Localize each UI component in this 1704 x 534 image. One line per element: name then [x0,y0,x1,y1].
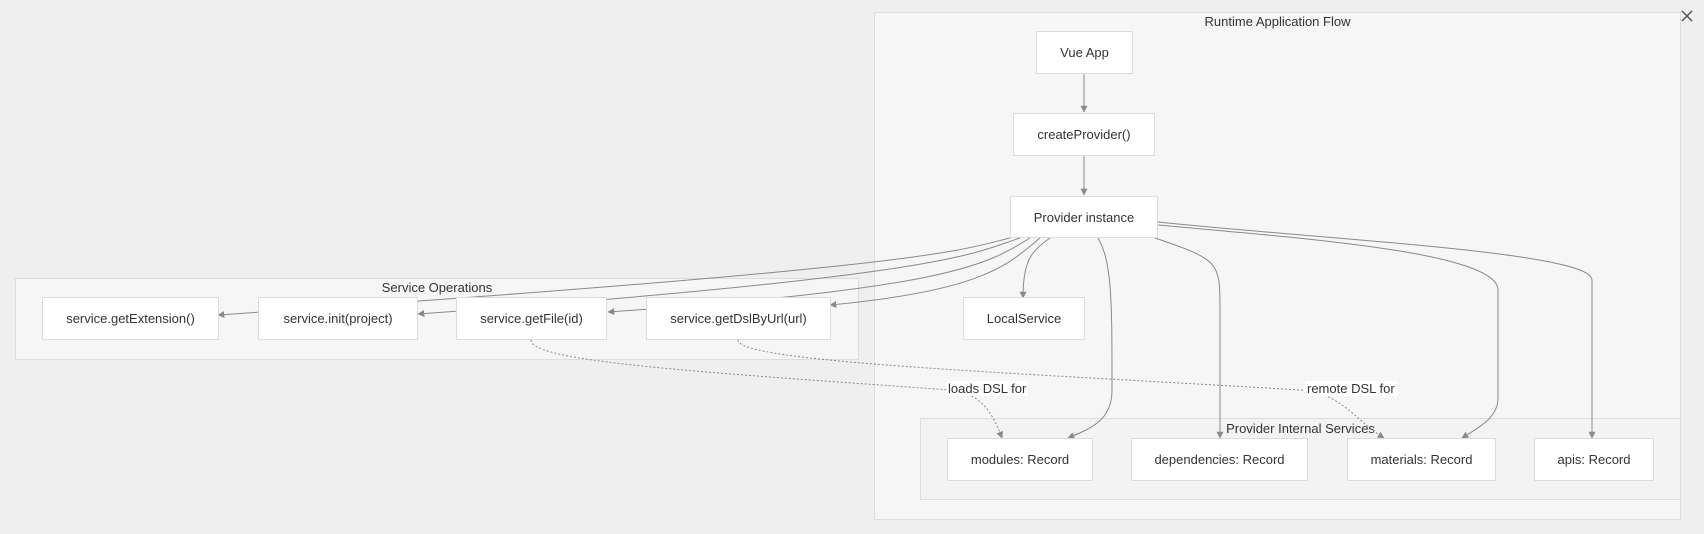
node-init-project[interactable]: service.init(project) [258,297,418,340]
node-apis[interactable]: apis: Record [1534,438,1654,481]
close-icon[interactable] [1680,9,1694,23]
node-vue-app[interactable]: Vue App [1036,31,1133,74]
edge-provider-getextension [217,237,1011,319]
node-get-file[interactable]: service.getFile(id) [456,297,607,340]
runtime-flow-group-title: Runtime Application Flow [1204,14,1351,29]
edge-provider-modules [1067,237,1113,439]
node-materials[interactable]: materials: Record [1347,438,1496,481]
node-provider-instance[interactable]: Provider instance [1010,196,1158,238]
node-create-provider[interactable]: createProvider() [1013,113,1155,156]
node-get-extension[interactable]: service.getExtension() [42,297,219,340]
node-modules[interactable]: modules: Record [947,438,1093,481]
edge-provider-init [417,237,1021,318]
edge-provider-dependencies [1154,237,1224,439]
provider-internal-services-title: Provider Internal Services [1226,421,1375,436]
edge-label-remote-dsl: remote DSL for [1305,381,1397,396]
edge-provider-getdslbyurl [829,237,1041,308]
edge-provider-localservice [1019,237,1051,299]
service-operations-group-title: Service Operations [381,280,493,295]
edge-label-loads-dsl: loads DSL for [946,381,1029,396]
edge-getdslbyurl-materials-dashed [737,339,1385,439]
edge-provider-apis [1157,221,1596,439]
node-local-service[interactable]: LocalService [963,297,1085,340]
node-get-dsl-by-url[interactable]: service.getDslByUrl(url) [646,297,831,340]
edge-getfile-modules-dashed [530,339,1003,439]
node-dependencies[interactable]: dependencies: Record [1131,438,1308,481]
edge-provider-materials [1157,224,1499,439]
